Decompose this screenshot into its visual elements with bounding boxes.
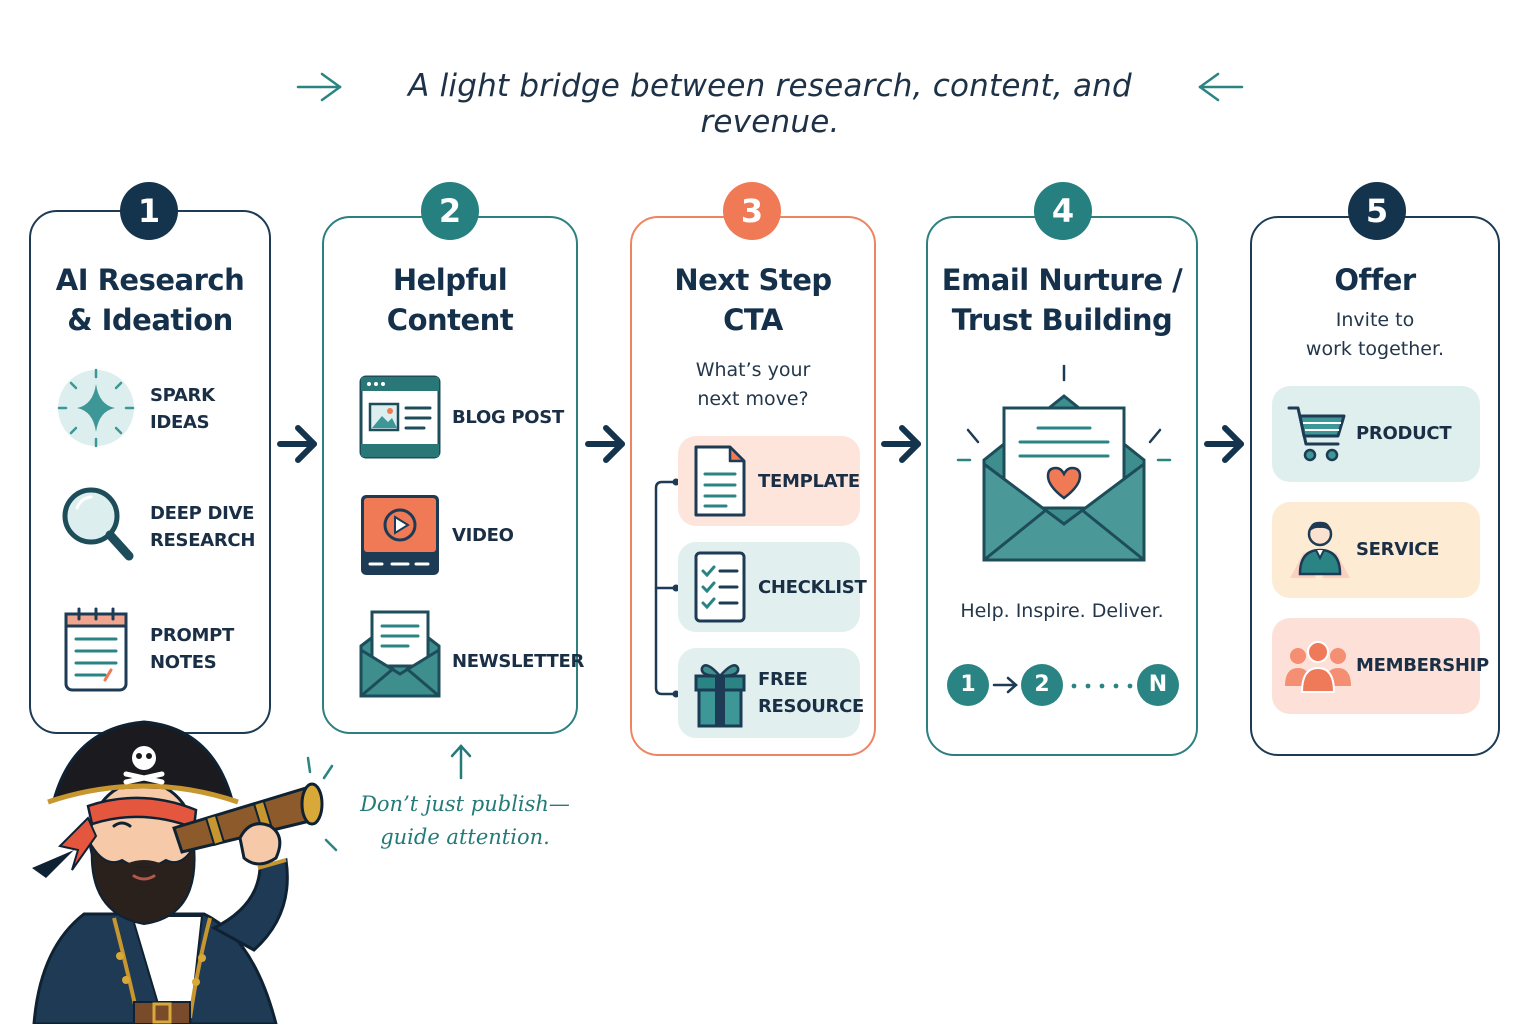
card-subtitle-line: work together. bbox=[1305, 338, 1445, 360]
right-arrow-icon bbox=[881, 425, 921, 463]
step-card-offer: Offer Invite to work together. PRODUCT S… bbox=[1250, 216, 1500, 756]
list-item-prompt-notes: PROMPT NOTES bbox=[61, 606, 234, 698]
item-label-line: PROMPT bbox=[150, 625, 234, 646]
right-arrow-icon bbox=[992, 676, 1018, 694]
card-title-line: CTA bbox=[723, 303, 783, 337]
card-title-line: Content bbox=[386, 303, 514, 337]
item-label: TEMPLATE bbox=[758, 471, 860, 492]
item-label: NEWSLETTER bbox=[452, 651, 585, 672]
item-label: MEMBERSHIP bbox=[1356, 655, 1489, 676]
option-free-resource: FREE RESOURCE bbox=[678, 648, 864, 738]
ellipsis-dots-icon bbox=[1071, 683, 1133, 689]
list-item-blog-post: BLOG POST bbox=[358, 374, 564, 464]
item-label: FREE RESOURCE bbox=[758, 666, 864, 720]
item-label: PRODUCT bbox=[1356, 423, 1452, 444]
list-item-deep-dive: DEEP DIVE RESEARCH bbox=[59, 484, 255, 574]
card-subtitle-line: next move? bbox=[697, 388, 809, 410]
card-tagline: Help. Inspire. Deliver. bbox=[960, 600, 1164, 622]
step-card-email-nurture: Email Nurture / Trust Building Help. Ins… bbox=[926, 216, 1198, 756]
card-title-line: Email Nurture / bbox=[941, 263, 1183, 297]
annotation-line: Don’t just publish— bbox=[360, 792, 570, 816]
magnifier-icon bbox=[62, 487, 134, 561]
offer-service: SERVICE bbox=[1272, 502, 1480, 598]
item-label-line: IDEAS bbox=[150, 412, 210, 433]
group-icon bbox=[1285, 641, 1351, 693]
item-label-line: FREE bbox=[758, 669, 808, 690]
item-label-line: RESEARCH bbox=[150, 530, 256, 551]
shopping-cart-icon bbox=[1287, 406, 1346, 462]
list-item-video: VIDEO bbox=[358, 492, 514, 582]
step-badge-2: 2 bbox=[421, 182, 479, 240]
item-label-line: DEEP DIVE bbox=[150, 503, 255, 524]
card-title: Email Nurture / Trust Building bbox=[928, 260, 1196, 340]
list-item-newsletter: NEWSLETTER bbox=[358, 610, 584, 704]
sparkle-icon bbox=[57, 368, 135, 448]
item-label: DEEP DIVE RESEARCH bbox=[150, 500, 255, 554]
item-label: VIDEO bbox=[452, 525, 514, 546]
annotation-line: guide attention. bbox=[380, 825, 550, 849]
person-icon bbox=[1290, 521, 1350, 578]
gift-icon bbox=[694, 664, 746, 728]
option-template: TEMPLATE bbox=[678, 436, 860, 526]
sequence-step-2: 2 bbox=[1021, 664, 1063, 706]
speed-lines-icon bbox=[1198, 72, 1244, 102]
right-arrow-icon bbox=[585, 425, 625, 463]
card-subtitle-line: Invite to bbox=[1335, 309, 1415, 331]
step-card-research: AI Research & Ideation SPARK IDEAS DEEP … bbox=[29, 210, 271, 734]
sequence-step-n: N bbox=[1137, 664, 1179, 706]
card-title-line: Next Step bbox=[674, 263, 832, 297]
speed-lines-icon bbox=[296, 72, 342, 102]
envelope-letter-icon bbox=[359, 610, 441, 698]
card-subtitle-line: What’s your bbox=[695, 359, 811, 381]
card-title: Next Step CTA bbox=[632, 260, 874, 340]
right-arrow-icon bbox=[277, 425, 317, 463]
item-label: PROMPT NOTES bbox=[150, 622, 234, 676]
item-label-line: SPARK bbox=[150, 385, 215, 406]
step-badge-5: 5 bbox=[1348, 182, 1406, 240]
card-title: Offer bbox=[1334, 263, 1416, 297]
option-checklist: CHECKLIST bbox=[678, 542, 867, 632]
tagline: A light bridge between research, content… bbox=[0, 64, 1536, 140]
item-label-line: RESOURCE bbox=[758, 696, 865, 717]
bracket-connector-icon bbox=[654, 478, 680, 698]
item-label: CHECKLIST bbox=[758, 577, 867, 598]
sequence-step-1: 1 bbox=[947, 664, 989, 706]
card-title-line: Helpful bbox=[392, 263, 508, 297]
pirate-with-spyglass-icon bbox=[32, 720, 338, 1024]
notepad-icon bbox=[64, 607, 128, 692]
step-card-content: Helpful Content BLOG POST VIDEO bbox=[322, 216, 584, 734]
card-title-line: AI Research bbox=[55, 263, 245, 297]
video-player-icon bbox=[361, 495, 439, 575]
card-title-line: Trust Building bbox=[951, 303, 1173, 337]
list-item-spark-ideas: SPARK IDEAS bbox=[55, 362, 215, 458]
step-badge-3: 3 bbox=[723, 182, 781, 240]
offer-membership: MEMBERSHIP bbox=[1272, 618, 1489, 714]
step-badge-4: 4 bbox=[1034, 182, 1092, 240]
item-label-line: NOTES bbox=[150, 652, 217, 673]
offer-product: PRODUCT bbox=[1272, 386, 1480, 482]
browser-window-icon bbox=[359, 375, 441, 459]
open-envelope-heart-icon bbox=[956, 364, 1172, 562]
step-card-cta: Next Step CTA What’s your next move? TEM… bbox=[630, 216, 876, 756]
tagline-text: A light bridge between research, content… bbox=[408, 68, 1132, 140]
card-title-line: & Ideation bbox=[67, 303, 233, 337]
card-title: Helpful Content bbox=[324, 260, 576, 340]
item-label: BLOG POST bbox=[452, 407, 564, 428]
checklist-icon bbox=[694, 551, 746, 623]
card-subtitle: What’s your next move? bbox=[632, 356, 874, 414]
item-label: SPARK IDEAS bbox=[150, 382, 215, 436]
step-badge-1: 1 bbox=[120, 182, 178, 240]
right-arrow-icon bbox=[1204, 425, 1244, 463]
annotation: Don’t just publish— guide attention. bbox=[350, 788, 580, 854]
up-arrow-icon bbox=[450, 744, 472, 780]
card-title: AI Research & Ideation bbox=[31, 260, 269, 340]
card-subtitle: Invite to work together. bbox=[1252, 306, 1498, 364]
item-label: SERVICE bbox=[1356, 539, 1440, 560]
document-icon bbox=[694, 445, 746, 517]
